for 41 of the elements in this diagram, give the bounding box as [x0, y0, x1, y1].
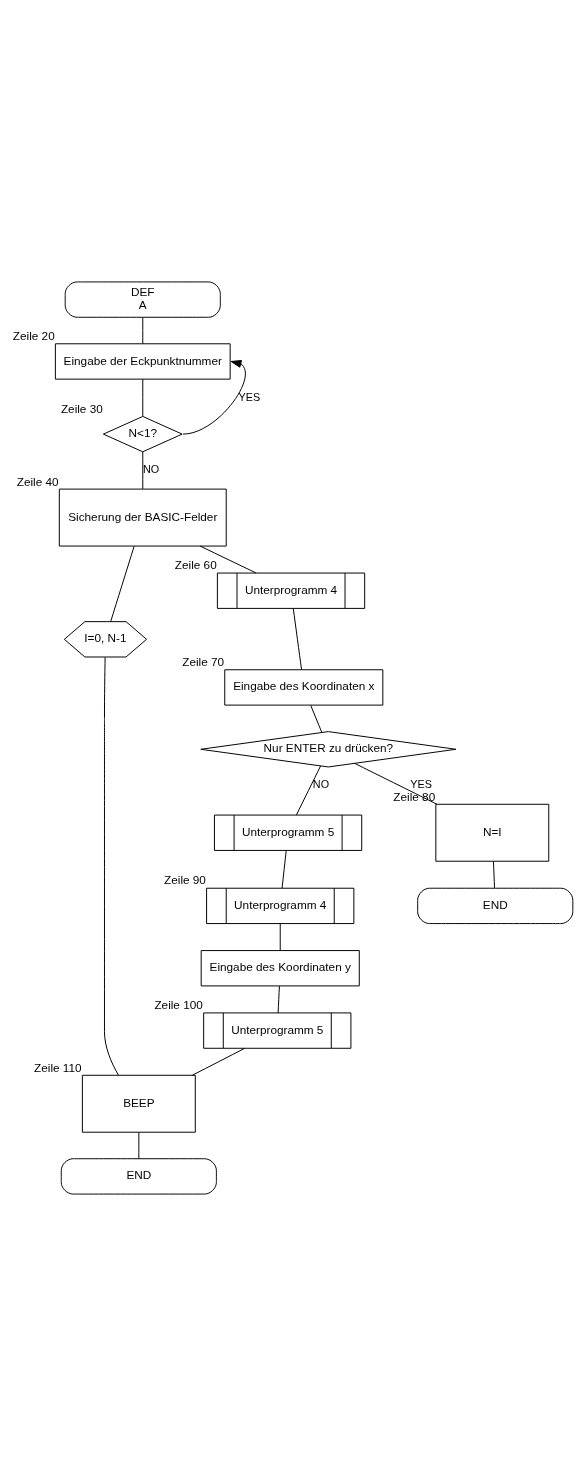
connector — [295, 765, 322, 815]
node-label: Zeile 90 — [164, 872, 206, 886]
node-label: Zeile 80 — [393, 789, 436, 803]
connector — [142, 451, 144, 489]
node-box: BEEP — [81, 1074, 196, 1133]
node-label: Zeile 110 — [34, 1060, 82, 1074]
edge-label: NO — [312, 777, 330, 790]
node-label: Zeile 60 — [174, 557, 217, 571]
connector — [354, 762, 438, 805]
connector — [104, 656, 119, 1076]
arrow — [182, 359, 246, 435]
connector — [279, 922, 281, 951]
connector — [310, 704, 323, 733]
node-label: Zeile 70 — [182, 654, 225, 668]
connector — [110, 545, 135, 622]
connector — [199, 545, 257, 573]
connector — [292, 607, 302, 670]
node-box: Eingabe des Koordinaten x — [224, 668, 384, 706]
connector — [192, 1047, 245, 1076]
node-box: END — [417, 887, 574, 924]
node-label: Zeile 100 — [154, 997, 203, 1011]
node-box: Eingabe der Eckpunktnummer — [54, 342, 231, 380]
connector — [138, 1131, 140, 1159]
edge-label: YES — [410, 777, 432, 790]
node-label: Zeile 30 — [60, 401, 103, 415]
node-diamond: Nur ENTER zu drücken? — [200, 730, 457, 767]
connector — [492, 860, 496, 888]
node-box: Sicherung der BASIC-Felder — [58, 488, 227, 547]
edge-label: YES — [238, 390, 261, 403]
connector — [142, 378, 144, 416]
node-box: END — [60, 1157, 217, 1195]
connector — [277, 985, 280, 1013]
edge-label: NO — [143, 462, 160, 475]
node-label: Zeile 40 — [16, 474, 59, 488]
connector — [142, 316, 144, 344]
node-box: DEF A — [64, 280, 221, 318]
node-diamond: N<1? — [102, 415, 183, 452]
node-label: Zeile 20 — [12, 328, 55, 342]
connector — [281, 849, 287, 889]
node-box: N=I — [435, 803, 550, 862]
node-box: Eingabe des Koordinaten y — [200, 949, 360, 986]
